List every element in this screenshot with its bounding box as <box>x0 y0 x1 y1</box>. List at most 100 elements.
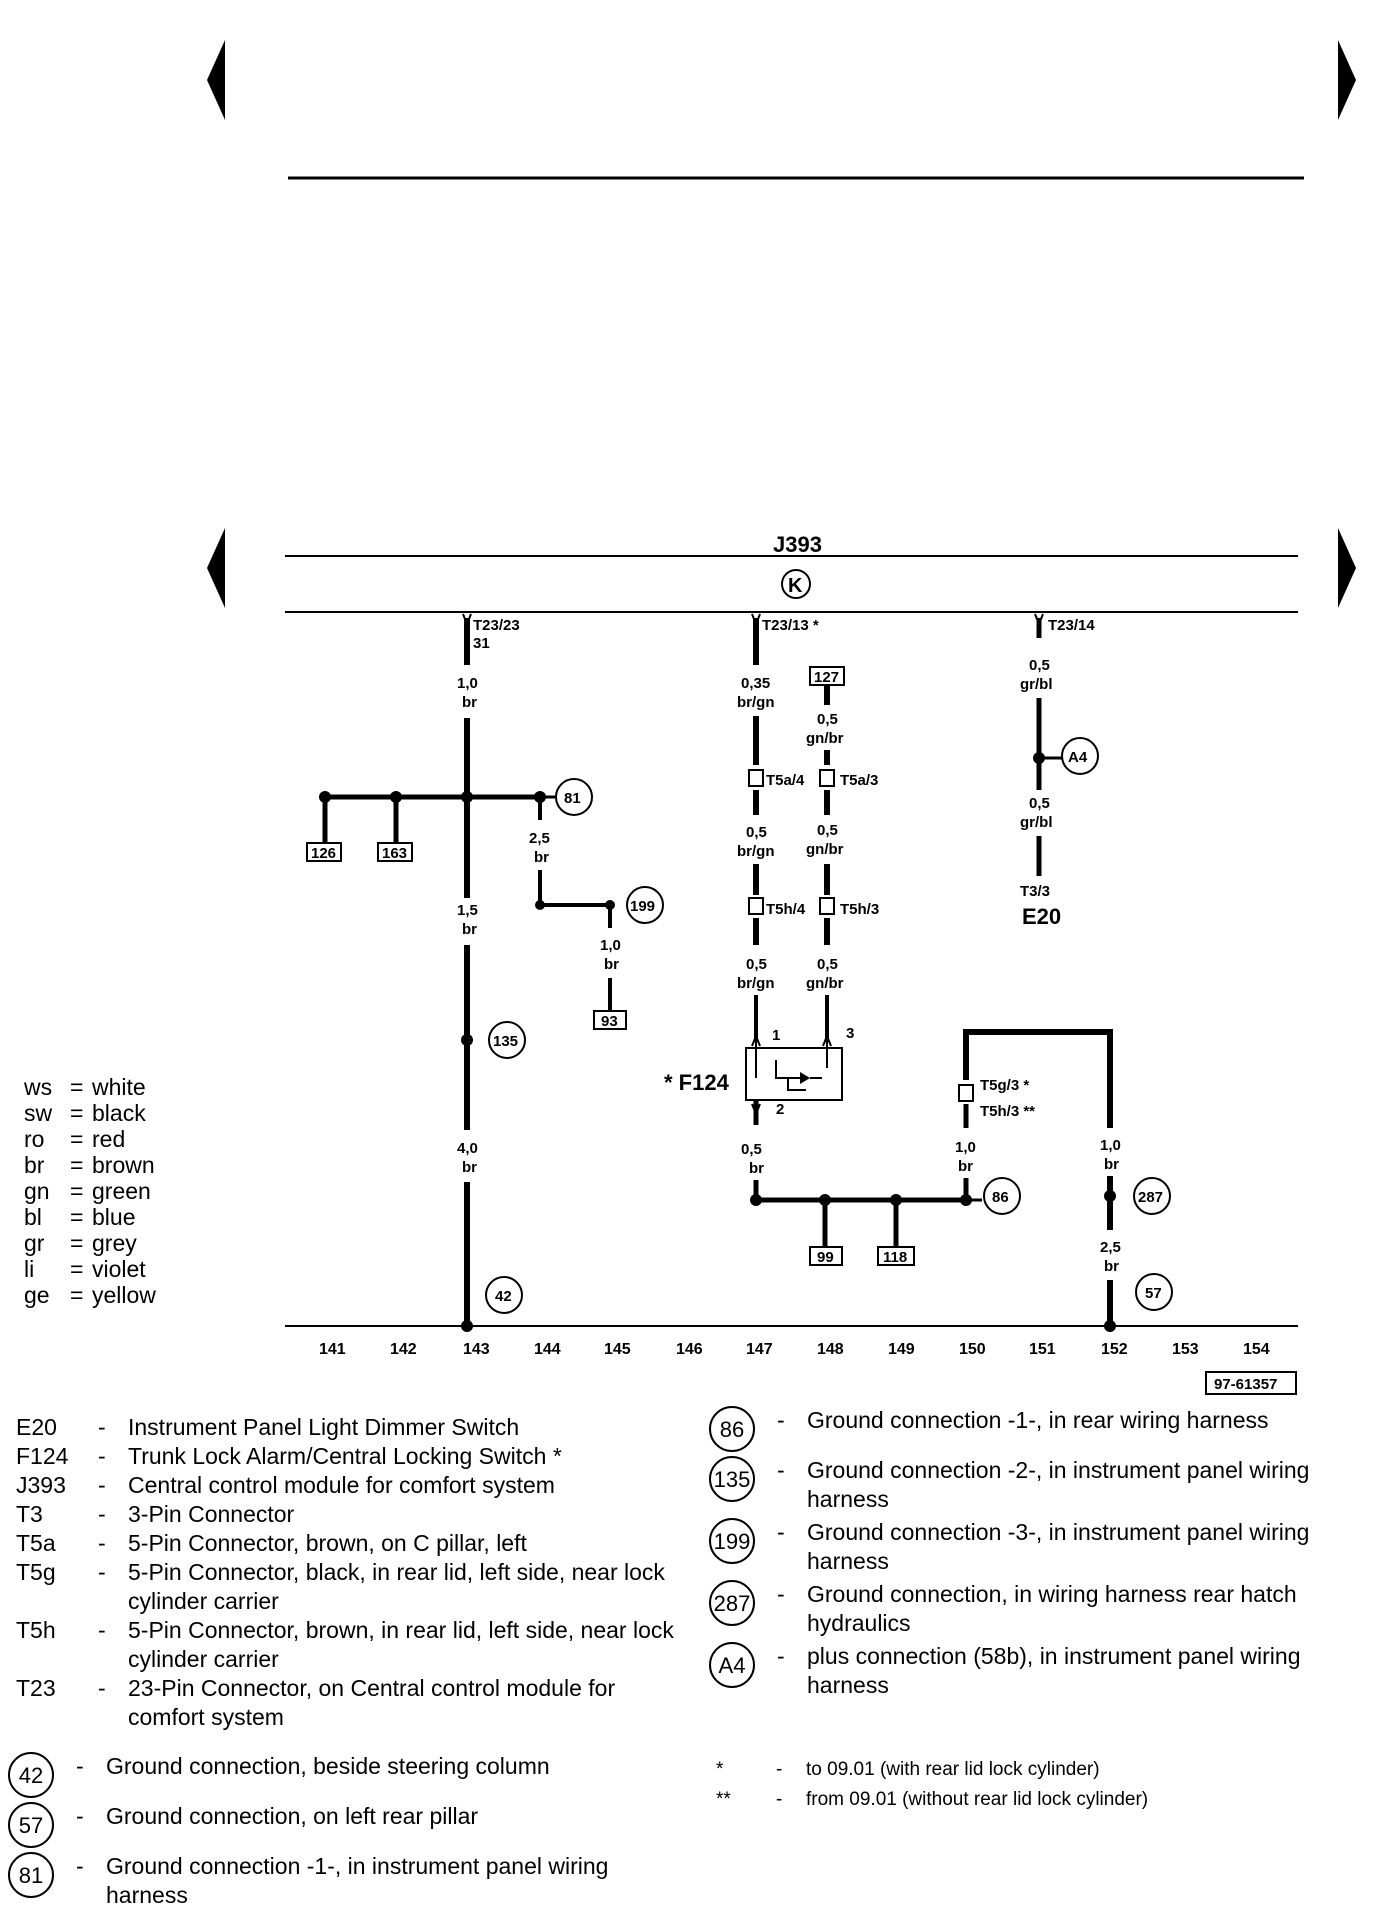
junction-dot <box>461 791 473 803</box>
ground-desc: Ground connection -3-, in instrument pan… <box>807 1519 1310 1574</box>
ground-287-icon <box>1133 1177 1171 1215</box>
wire-151-size: 0,5 <box>1029 657 1050 674</box>
column-number: 143 <box>463 1341 490 1358</box>
component-desc: 5-Pin Connector, brown, on C pillar, lef… <box>128 1530 527 1556</box>
connector-icon <box>819 769 835 787</box>
column-number: 145 <box>604 1341 631 1358</box>
prev-page-arrow[interactable] <box>207 528 225 608</box>
component-legend: E20-Instrument Panel Light Dimmer Switch… <box>16 1413 688 1732</box>
dash: - <box>76 1753 84 1779</box>
wire-143-size-2: 1,5 <box>457 902 478 919</box>
equals-sign: = <box>70 1074 84 1100</box>
equals-sign: = <box>70 1178 84 1204</box>
pin-151: T23/14 <box>1048 617 1095 634</box>
component-code: E20 <box>16 1414 57 1440</box>
color-name: brown <box>92 1152 155 1178</box>
component-row: T5a-5-Pin Connector, brown, on C pillar,… <box>16 1529 688 1558</box>
ground-circle-icon: A4 <box>709 1642 755 1688</box>
ground-circle-icon: 81 <box>8 1852 54 1898</box>
dash: - <box>76 1803 84 1829</box>
ref-box-99 <box>809 1246 843 1266</box>
switch-e20: E20 <box>1022 904 1061 929</box>
color-legend-row: ge=yellow <box>24 1282 156 1308</box>
plus-a4: A4 <box>1068 749 1088 766</box>
ground-desc: Ground connection -1-, in instrument pan… <box>106 1853 609 1908</box>
dash: - <box>98 1501 106 1527</box>
dash: - <box>98 1675 106 1701</box>
wire-143-size-3: 4,0 <box>457 1140 478 1157</box>
component-row: T23-23-Pin Connector, on Central control… <box>16 1674 688 1732</box>
ref-93: 93 <box>601 1013 618 1030</box>
connector-t5a3: T5a/3 <box>840 772 878 789</box>
column-number: 142 <box>390 1341 417 1358</box>
column-number: 154 <box>1243 1341 1270 1358</box>
prev-page-arrow-top[interactable] <box>207 40 225 120</box>
ground-circle-icon: 135 <box>709 1456 755 1502</box>
equals-sign: = <box>70 1204 84 1230</box>
column-number: 147 <box>746 1341 773 1358</box>
wire-147-color-3: br/gn <box>737 975 775 992</box>
junction-dot <box>750 1194 762 1206</box>
ref-118: 118 <box>883 1249 907 1266</box>
color-code: sw <box>24 1100 53 1126</box>
color-name: blue <box>92 1204 136 1230</box>
component-desc: 5-Pin Connector, brown, in rear lid, lef… <box>128 1617 674 1672</box>
ref-163: 163 <box>382 845 407 862</box>
connector-icon <box>748 897 764 915</box>
pin-143: T23/23 <box>473 617 520 634</box>
dash: - <box>777 1519 785 1545</box>
dash: - <box>98 1617 106 1643</box>
switch-arrow-icon <box>800 1072 810 1084</box>
ground-legend-row: 135-Ground connection -2-, in instrument… <box>709 1456 1337 1514</box>
ground-desc: Ground connection, beside steering colum… <box>106 1753 550 1779</box>
component-row: J393-Central control module for comfort … <box>16 1471 688 1500</box>
pin-arrow-icon <box>751 1033 761 1047</box>
dash: - <box>776 1759 783 1780</box>
ground-199: 199 <box>630 898 655 915</box>
module-label: J393 <box>773 532 822 557</box>
wire-150-size: 1,0 <box>955 1139 976 1156</box>
wire-145-size: 1,0 <box>600 937 621 954</box>
connector-t5h3b: T5h/3 ** <box>980 1103 1035 1120</box>
color-name: red <box>92 1126 126 1152</box>
wire-148-color-2: gn/br <box>806 841 844 858</box>
wire-144-size: 2,5 <box>529 830 550 847</box>
color-name: green <box>92 1178 151 1204</box>
module-symbol-icon <box>781 569 811 599</box>
color-name: yellow <box>92 1282 156 1308</box>
column-number: 141 <box>319 1341 346 1358</box>
component-row: F124-Trunk Lock Alarm/Central Locking Sw… <box>16 1442 688 1471</box>
color-code: bl <box>24 1204 42 1230</box>
color-legend-row: ro=red <box>24 1126 156 1152</box>
ground-135: 135 <box>493 1033 518 1050</box>
connector-icon <box>819 897 835 915</box>
next-page-arrow[interactable] <box>1338 528 1356 608</box>
ground-desc: Ground connection, in wiring harness rea… <box>807 1581 1297 1636</box>
next-page-arrow-top[interactable] <box>1338 40 1356 120</box>
ground-desc: plus connection (58b), in instrument pan… <box>807 1643 1301 1698</box>
wire-152-color-2: br <box>1104 1258 1119 1275</box>
wire-151-color-2: gr/bl <box>1020 814 1053 831</box>
component-code: T5a <box>16 1530 56 1556</box>
wire-148-color-3: gn/br <box>806 975 844 992</box>
wire-147-color-4: br <box>749 1160 764 1177</box>
ground-81-icon <box>555 778 593 816</box>
ground-legend-row: 57-Ground connection, on left rear pilla… <box>8 1802 636 1848</box>
ground-legend-row: 199-Ground connection -3-, in instrument… <box>709 1518 1337 1576</box>
ref-box-93 <box>593 1010 627 1030</box>
ground-287: 287 <box>1138 1189 1163 1206</box>
component-desc: 3-Pin Connector <box>128 1501 295 1527</box>
wire-151-size-2: 0,5 <box>1029 795 1050 812</box>
color-legend-row: gr=grey <box>24 1230 156 1256</box>
ground-42-icon <box>485 1276 523 1314</box>
ground-81: 81 <box>564 790 581 807</box>
wire-144-color: br <box>534 849 549 866</box>
footnote-mark: * <box>716 1759 724 1780</box>
color-code: li <box>24 1256 35 1282</box>
color-legend-row: bl = blue <box>24 1204 156 1230</box>
footnote-row: **-from 09.01 (without rear lid lock cyl… <box>716 1785 1148 1815</box>
equals-sign: = <box>70 1126 84 1152</box>
wire-148-size-3: 0,5 <box>817 956 838 973</box>
junction-dot <box>1104 1190 1116 1202</box>
